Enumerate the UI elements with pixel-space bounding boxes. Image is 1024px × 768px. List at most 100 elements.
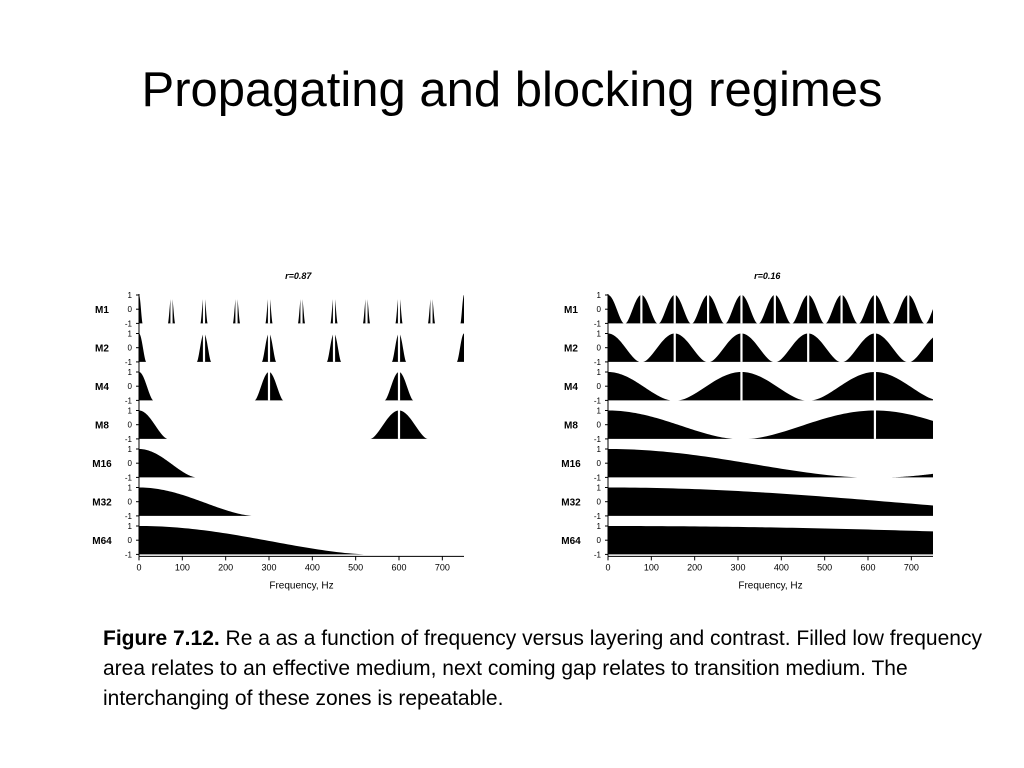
figure-caption-text: Re a as a function of frequency versus l…	[103, 627, 982, 710]
series-m4	[139, 371, 414, 401]
y-tick-label: 0	[597, 305, 602, 314]
series-label: M1	[564, 305, 578, 316]
y-tick-label: -1	[594, 396, 602, 405]
area-band-m2	[608, 333, 640, 362]
y-tick-label: -1	[125, 396, 133, 405]
series-label: M64	[561, 536, 581, 547]
series-label: M64	[92, 536, 112, 547]
y-tick-label: -1	[594, 358, 602, 367]
area-band-m8	[139, 410, 168, 439]
y-tick-label: 1	[597, 368, 602, 377]
area-band-m2	[909, 337, 933, 362]
x-tick-label: 0	[605, 562, 610, 572]
area-band-m8	[608, 410, 735, 439]
y-tick-label: -1	[125, 435, 133, 444]
y-tick-label: -1	[125, 319, 133, 328]
y-tick-label: 0	[597, 459, 602, 468]
series-m64	[608, 526, 933, 555]
y-tick-label: 0	[597, 382, 602, 391]
y-tick-label: 0	[597, 498, 602, 507]
series-label: M32	[92, 498, 112, 509]
y-tick-label: 0	[128, 536, 133, 545]
area-band-m16	[139, 449, 197, 478]
series-m32	[608, 487, 933, 516]
area-band-m8	[748, 410, 933, 439]
series-label: M32	[561, 498, 581, 509]
area-band-m64	[139, 526, 368, 555]
chart-title: r=0.87	[285, 271, 312, 281]
x-tick-label: 500	[817, 562, 832, 572]
x-tick-label: 600	[391, 562, 406, 572]
y-tick-label: 0	[128, 305, 133, 314]
y-tick-label: -1	[594, 512, 602, 521]
series-label: M2	[564, 344, 578, 355]
figure-caption: Figure 7.12. Re a as a function of frequ…	[103, 624, 1003, 714]
series-label: M4	[95, 382, 109, 393]
x-tick-label: 400	[305, 562, 320, 572]
y-tick-label: -1	[125, 550, 133, 559]
series-m8	[139, 409, 428, 439]
series-m16	[608, 449, 933, 478]
y-tick-label: -1	[594, 473, 602, 482]
y-tick-label: 1	[128, 330, 133, 339]
figure-label: Figure 7.12.	[103, 627, 220, 650]
area-band-m1	[460, 295, 464, 324]
x-tick-label: 100	[644, 562, 659, 572]
area-band-m16	[888, 473, 933, 478]
series-m64	[139, 526, 368, 555]
area-band-m2	[139, 333, 147, 362]
y-tick-label: 0	[128, 459, 133, 468]
area-band-m32	[139, 487, 254, 516]
y-tick-label: -1	[594, 550, 602, 559]
area-band-m1	[608, 295, 624, 324]
series-m4	[608, 371, 933, 401]
series-m8	[608, 409, 933, 439]
chart-title: r=0.16	[754, 271, 781, 281]
y-tick-label: 1	[597, 407, 602, 416]
y-tick-label: 1	[597, 291, 602, 300]
series-label: M16	[561, 459, 581, 470]
slide-title: Propagating and blocking regimes	[141, 63, 883, 117]
x-tick-label: 400	[774, 562, 789, 572]
series-m2	[139, 332, 464, 362]
series-m1	[608, 294, 933, 324]
x-tick-label: 300	[730, 562, 745, 572]
y-tick-label: -1	[594, 435, 602, 444]
area-band-m64	[608, 526, 933, 555]
y-tick-label: 1	[128, 445, 133, 454]
series-label: M8	[95, 421, 109, 432]
chart-panel-r087: r=0.8710-1M110-1M210-1M410-1M810-1M1610-…	[92, 271, 464, 591]
series-label: M4	[564, 382, 578, 393]
series-m16	[139, 449, 197, 478]
x-axis-label: Frequency, Hz	[269, 580, 333, 591]
chart-panel-r016: r=0.1610-1M110-1M210-1M410-1M810-1M1610-…	[561, 271, 933, 591]
series-label: M1	[95, 305, 109, 316]
x-tick-label: 600	[860, 562, 875, 572]
y-tick-label: 0	[597, 344, 602, 353]
area-band-m1	[139, 295, 143, 324]
y-tick-label: -1	[125, 512, 133, 521]
area-band-m32	[608, 487, 933, 516]
y-tick-label: -1	[125, 358, 133, 367]
y-tick-label: 1	[128, 368, 133, 377]
area-band-m2	[456, 333, 464, 362]
area-band-m4	[608, 372, 672, 401]
x-tick-label: 100	[175, 562, 190, 572]
y-tick-label: 1	[128, 291, 133, 300]
y-tick-label: 0	[128, 498, 133, 507]
x-tick-label: 300	[261, 562, 276, 572]
y-tick-label: 1	[128, 522, 133, 531]
y-tick-label: 1	[597, 330, 602, 339]
y-tick-label: 0	[597, 421, 602, 430]
y-tick-label: -1	[594, 319, 602, 328]
series-m1	[139, 294, 464, 324]
y-tick-label: 1	[597, 445, 602, 454]
y-tick-label: 1	[128, 407, 133, 416]
series-m32	[139, 487, 254, 516]
x-tick-label: 200	[218, 562, 233, 572]
y-tick-label: 0	[128, 421, 133, 430]
series-label: M2	[95, 344, 109, 355]
x-tick-label: 200	[687, 562, 702, 572]
series-label: M8	[564, 421, 578, 432]
x-tick-label: 700	[904, 562, 919, 572]
